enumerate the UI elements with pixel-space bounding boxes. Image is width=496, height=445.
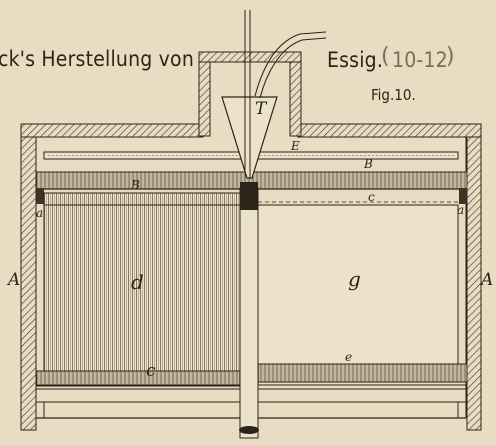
label-d: d — [131, 270, 144, 294]
left-wall — [20, 123, 37, 431]
label-e: e — [345, 350, 353, 364]
empty-chamber-g — [257, 201, 459, 368]
caption-title: ck's Herstellung von — [0, 47, 194, 71]
label-E: E — [291, 139, 300, 153]
support-block-a-left — [36, 188, 44, 204]
caption-paren-close: ) — [446, 44, 455, 69]
neck-right-wall — [289, 51, 302, 137]
right-wall — [466, 123, 482, 431]
label-g: g — [348, 267, 361, 291]
caption-paren-open: ( — [381, 44, 390, 69]
label-B-right: B — [364, 157, 373, 171]
lower-rack-e — [35, 363, 468, 387]
figure-number: Fig.10. — [371, 86, 416, 104]
lid-right — [297, 123, 482, 138]
caption-pages: 10-12 — [392, 48, 448, 72]
label-A-right: A — [481, 270, 494, 290]
neck-left-wall — [198, 51, 211, 137]
funnel-T — [221, 10, 327, 179]
label-a-right: a — [457, 203, 465, 217]
label-B-left: B — [131, 178, 140, 192]
support-block-a-right — [459, 188, 467, 204]
label-A-left: A — [8, 270, 21, 290]
label-c-lower: c — [146, 361, 156, 381]
label-a-left: a — [36, 206, 44, 220]
outer-vessel — [20, 51, 482, 431]
filling-chamber-d — [43, 192, 241, 374]
label-T: T — [255, 99, 267, 119]
lid-left — [20, 123, 204, 138]
label-c-upper: c — [368, 190, 375, 204]
caption-word: Essig. — [327, 48, 384, 72]
central-tube — [239, 182, 259, 439]
